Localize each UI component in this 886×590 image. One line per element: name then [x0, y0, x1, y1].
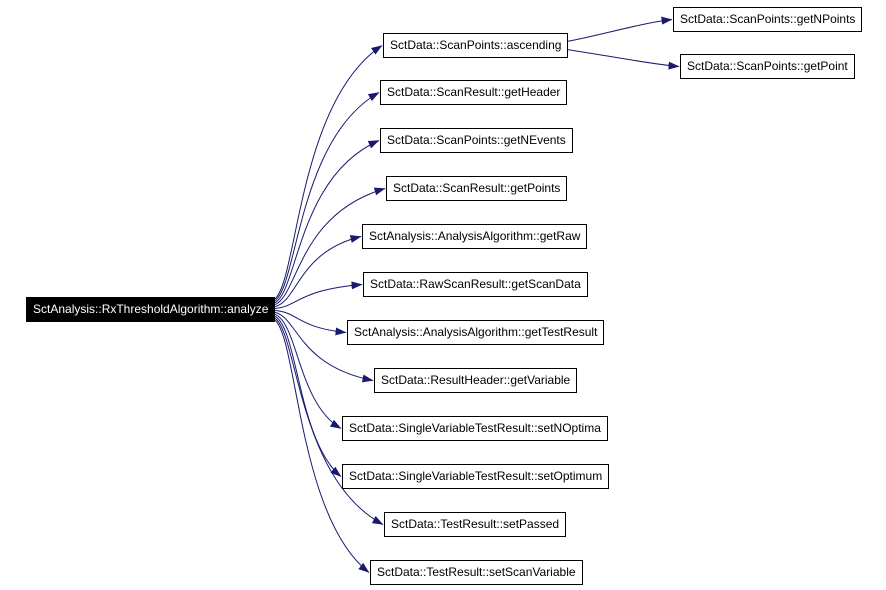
graph-node-getPoints[interactable]: SctData::ScanResult::getPoints	[386, 176, 568, 201]
edge-analyze-getHeader	[274, 92, 380, 302]
edge-analyze-ascending	[274, 45, 383, 300]
edge-analyze-getRaw	[274, 235, 362, 308]
graph-node-getHeader[interactable]: SctData::ScanResult::getHeader	[380, 80, 568, 105]
edge-ascending-getPoint	[567, 49, 680, 70]
graph-node-getTestResult[interactable]: SctAnalysis::AnalysisAlgorithm::getTestR…	[347, 320, 605, 345]
graph-node-getVariable[interactable]: SctData::ResultHeader::getVariable	[374, 368, 578, 393]
edge-analyze-setOptimum	[274, 315, 342, 477]
edge-ascending-getNPoints	[567, 16, 673, 42]
graph-node-setNOptima[interactable]: SctData::SingleVariableTestResult::setNO…	[342, 416, 608, 441]
edge-analyze-getScanData	[274, 281, 363, 309]
edge-analyze-setNOptima	[274, 313, 342, 429]
graph-node-analyze[interactable]: SctAnalysis::RxThresholdAlgorithm::analy…	[26, 297, 276, 322]
graph-node-setPassed[interactable]: SctData::TestResult::setPassed	[384, 512, 567, 537]
edge-analyze-getVariable	[274, 311, 374, 383]
graph-node-getRaw[interactable]: SctAnalysis::AnalysisAlgorithm::getRaw	[362, 224, 588, 249]
graph-node-setOptimum[interactable]: SctData::SingleVariableTestResult::setOp…	[342, 464, 610, 489]
edge-analyze-setPassed	[274, 317, 384, 525]
edge-analyze-setScanVariable	[274, 319, 370, 573]
edge-analyze-getTestResult	[274, 310, 347, 336]
edge-analyze-getPoints	[274, 187, 386, 306]
graph-node-getNPoints[interactable]: SctData::ScanPoints::getNPoints	[673, 7, 863, 32]
edge-analyze-getNEvents	[274, 140, 380, 304]
graph-node-getPoint[interactable]: SctData::ScanPoints::getPoint	[680, 54, 855, 79]
graph-node-ascending[interactable]: SctData::ScanPoints::ascending	[383, 33, 569, 58]
graph-node-setScanVariable[interactable]: SctData::TestResult::setScanVariable	[370, 560, 583, 585]
graph-node-getScanData[interactable]: SctData::RawScanResult::getScanData	[363, 272, 588, 297]
graph-node-getNEvents[interactable]: SctData::ScanPoints::getNEvents	[380, 128, 573, 153]
